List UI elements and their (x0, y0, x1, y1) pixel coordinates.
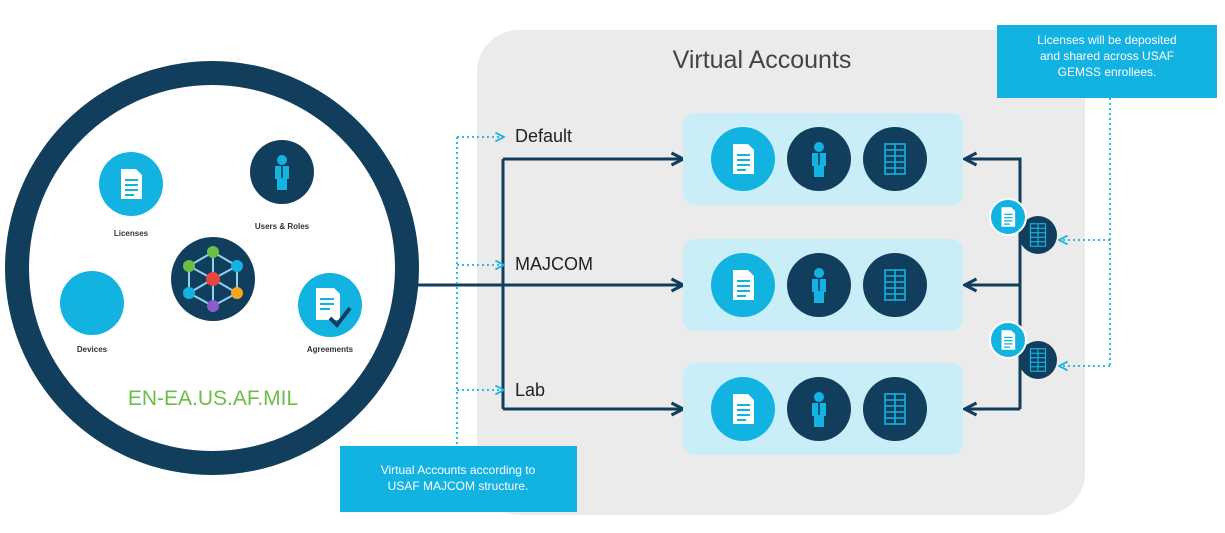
account-connectors (395, 159, 682, 409)
document-icon (711, 127, 775, 191)
users-roles-label: Users & Roles (255, 222, 310, 231)
users-icon (250, 140, 314, 204)
licenses-icon (99, 152, 163, 216)
virtual-note-line-1: Virtual Accounts according to (381, 463, 536, 477)
account-label-default: Default (515, 126, 572, 146)
licenses-note-callout: Licenses will be deposited and shared ac… (997, 25, 1217, 98)
user-icon (787, 377, 851, 441)
account-box-majcom[interactable] (683, 239, 963, 331)
panel-title: Virtual Accounts (673, 46, 852, 74)
license-bundle-upper (989, 198, 1057, 254)
account-box-default[interactable] (683, 113, 963, 205)
virtual-note-connectors (456, 137, 503, 448)
network-hub-icon (171, 237, 255, 321)
document-icon (711, 377, 775, 441)
server-icon (863, 127, 927, 191)
server-icon (863, 253, 927, 317)
agreements-label: Agreements (307, 345, 354, 354)
licenses-note-line-1: Licenses will be deposited (1037, 33, 1176, 47)
devices-label: Devices (77, 345, 108, 354)
devices-icon (60, 271, 124, 335)
virtual-note-callout: Virtual Accounts according to USAF MAJCO… (340, 446, 577, 512)
licenses-note-line-2: and shared across USAF (1040, 49, 1174, 63)
account-label-majcom: MAJCOM (515, 254, 593, 274)
account-box-lab[interactable] (683, 363, 963, 455)
server-icon (863, 377, 927, 441)
virtual-note-line-2: USAF MAJCOM structure. (388, 479, 529, 493)
license-distribution-connectors (966, 159, 1022, 409)
license-bundle-lower (989, 321, 1057, 379)
licenses-label: Licenses (114, 229, 149, 238)
licenses-note-connectors (1060, 98, 1111, 366)
user-icon (787, 127, 851, 191)
user-icon (787, 253, 851, 317)
org-domain-label: EN-EA.US.AF.MIL (128, 387, 298, 410)
agreement-check-icon (298, 273, 362, 337)
licenses-note-line-3: GEMSS enrollees. (1058, 65, 1157, 79)
document-icon (711, 253, 775, 317)
account-label-lab: Lab (515, 380, 545, 400)
